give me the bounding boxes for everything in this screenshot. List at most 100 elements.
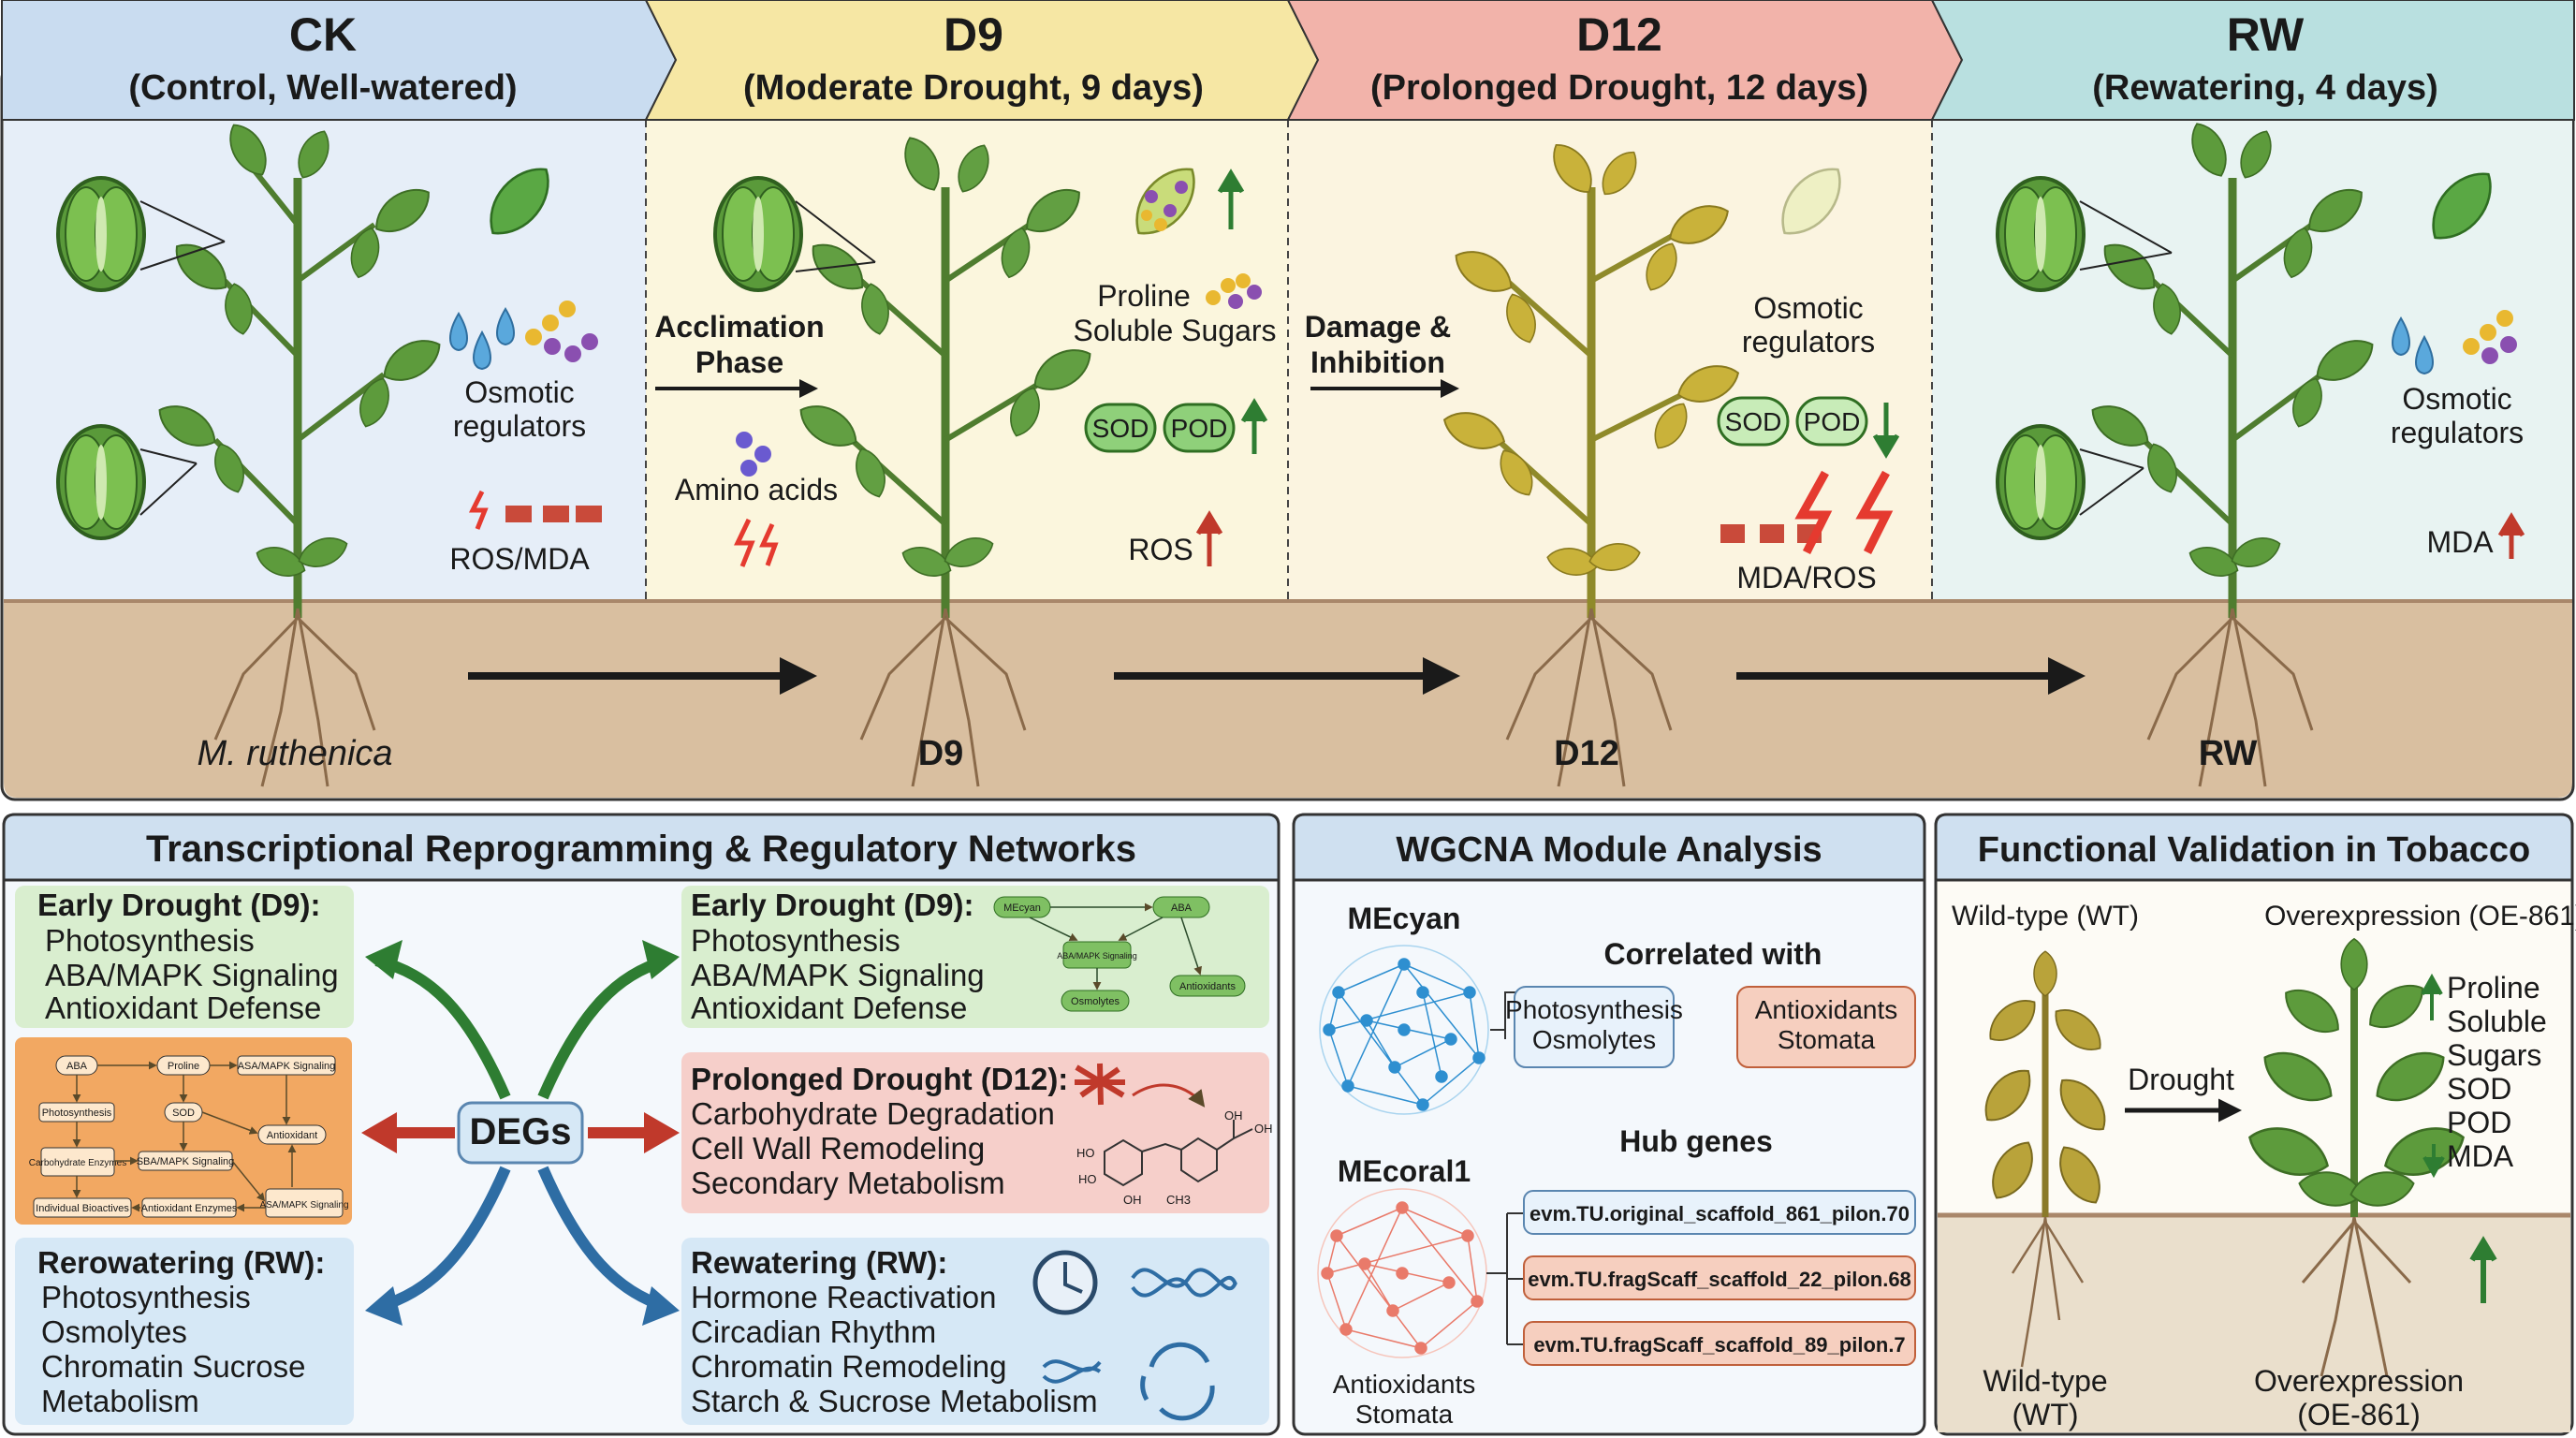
lightning-icon <box>734 518 779 567</box>
left-rw-item: Osmolytes <box>41 1314 187 1349</box>
phase-label: Phase <box>695 345 783 379</box>
hub-genes-label: Hub genes <box>1619 1124 1773 1158</box>
leaf-dots-icon <box>1121 154 1209 248</box>
network-nodes: ABA Proline ASA/MAPK Signaling Photosynt… <box>29 1055 349 1218</box>
sod-badge <box>1717 396 1790 447</box>
mini-node: Antioxidants <box>1179 981 1236 992</box>
chemical-structure-icon <box>1104 1120 1253 1187</box>
network-node: Antioxidant <box>267 1130 317 1141</box>
right-d12-item: Carbohydrate Degradation <box>691 1096 1055 1131</box>
degs-label: DEGs <box>470 1111 572 1152</box>
wt-bottom-label: (WT) <box>2012 1398 2078 1431</box>
oe-bottom-label: Overexpression <box>2254 1364 2464 1398</box>
mini-node: ABA <box>1171 902 1193 914</box>
stage-code: CK <box>289 8 357 61</box>
damage-label: Damage & <box>1305 310 1452 344</box>
inhibition-label: Inhibition <box>1310 345 1445 379</box>
tobacco-title: Functional Validation in Tobacco <box>1978 830 2530 870</box>
mini-node: ABA/MAPK Signaling <box>1057 951 1137 961</box>
soluble-sugars-label: Soluble Sugars <box>1073 314 1276 347</box>
network-node: ABA <box>66 1061 88 1072</box>
up-arrow-icon <box>2469 1236 2497 1303</box>
trait-label: Osmolytes <box>1532 1025 1656 1054</box>
osmotic-label: Osmotic <box>2402 382 2511 416</box>
chem-label: CH3 <box>1166 1193 1191 1207</box>
regulators-label: regulators <box>1742 325 1875 359</box>
species-label: M. ruthenica <box>197 734 392 773</box>
amino-acids-label: Amino acids <box>675 473 838 506</box>
right-d12-item: Secondary Metabolism <box>691 1166 1005 1200</box>
osmotic-label: Osmotic <box>464 375 574 409</box>
sod-badge <box>1084 403 1157 453</box>
left-early-item: Photosynthesis <box>45 923 255 958</box>
d12-annotations: Damage & Inhibition Osmotic regulators S… <box>1305 154 1900 594</box>
stage-desc: (Prolonged Drought, 12 days) <box>1370 68 1868 108</box>
soil <box>4 601 2572 798</box>
network-node: Proline <box>168 1061 199 1072</box>
left-early-item: Antioxidant Defense <box>45 990 321 1025</box>
d9-annotations: Acclimation Phase Amino acids Proline So… <box>654 154 1277 567</box>
hub-gene-label: evm.TU.original_scaffold_861_pilon.70 <box>1530 1202 1910 1225</box>
water-drops-icon <box>449 307 515 371</box>
network-node: ASA/MAPK Signaling <box>238 1061 336 1072</box>
oe-plant <box>2241 937 2472 1377</box>
network-node: ASA/MAPK Signaling <box>259 1200 348 1211</box>
top-panel <box>0 64 2575 801</box>
stage-desc: (Control, Well-watered) <box>128 68 517 108</box>
membrane-damage-icon <box>1720 524 1822 543</box>
stage-label-d9: D9 <box>918 734 964 773</box>
lightning-icon <box>468 490 489 530</box>
pod-label: POD <box>1171 414 1228 443</box>
cycle-icon <box>1140 1342 1215 1421</box>
right-rw-box <box>681 1238 1269 1425</box>
wgcna-title: WGCNA Module Analysis <box>1396 830 1822 870</box>
trait-label: SOD <box>2447 1072 2511 1106</box>
mda-label: MDA <box>2426 525 2494 559</box>
oe-label: Overexpression (OE-861) <box>2264 901 2576 932</box>
molecules-icon <box>525 301 598 362</box>
oe-bottom-label: (OE-861) <box>2297 1398 2421 1431</box>
right-rw-item: Circadian Rhythm <box>691 1314 936 1349</box>
cyan-network-icon <box>1319 945 1489 1115</box>
pod-label: POD <box>1804 407 1861 436</box>
hub-gene-box <box>1523 1255 1916 1300</box>
wt-bottom-label: Wild-type <box>1983 1364 2107 1398</box>
down-arrow-icon <box>1872 403 1900 459</box>
blue-arrow <box>376 1166 511 1313</box>
stage-desc: (Rewatering, 4 days) <box>2092 68 2438 108</box>
right-d12-title: Prolonged Drought (D12): <box>691 1062 1068 1096</box>
regulators-label: regulators <box>453 409 586 443</box>
left-rw-item: Photosynthesis <box>41 1280 251 1314</box>
right-early-title: Early Drought (D9): <box>691 888 974 922</box>
mini-node: Osmolytes <box>1071 996 1120 1007</box>
modules-traits-box <box>1514 986 1675 1068</box>
left-early-title: Early Drought (D9): <box>37 888 321 922</box>
plant-rw <box>2083 116 2382 787</box>
trait-label: POD <box>2447 1106 2511 1139</box>
plant-ck <box>150 116 449 787</box>
ros-mda-label: ROS/MDA <box>449 542 590 576</box>
right-rw-item: Chromatin Remodeling <box>691 1349 1007 1384</box>
correlated-label: Correlated with <box>1604 937 1822 971</box>
network-node: Individual Bioactives <box>36 1203 129 1214</box>
right-early-item: ABA/MAPK Signaling <box>691 958 985 992</box>
stage-header: CK (Control, Well-watered) D9 (Moderate … <box>1 0 2575 121</box>
left-rw-box <box>15 1238 354 1425</box>
sod-label: SOD <box>1725 407 1782 436</box>
up-arrow-icon <box>1195 510 1223 566</box>
left-early-item: ABA/MAPK Signaling <box>45 958 339 992</box>
trait-label: Soluble <box>2447 1005 2547 1038</box>
chem-label: OH <box>1254 1122 1273 1136</box>
network-edges <box>72 1061 297 1212</box>
stage-label-rw: RW <box>2199 734 2258 773</box>
mini-network: MEcyan ABA ABA/MAPK Signaling Osmolytes … <box>993 896 1246 1012</box>
stage-code: D9 <box>944 8 1003 61</box>
network-node: SOD <box>172 1108 195 1119</box>
right-rw-item: Hormone Reactivation <box>691 1280 997 1314</box>
drought-label: Drought <box>2128 1063 2234 1096</box>
hub-gene-box <box>1523 1190 1916 1235</box>
up-arrow-icon <box>1217 169 1245 229</box>
wt-plant <box>1973 950 2117 1368</box>
plant-d12 <box>1438 136 1745 787</box>
membrane-icon <box>505 506 602 522</box>
